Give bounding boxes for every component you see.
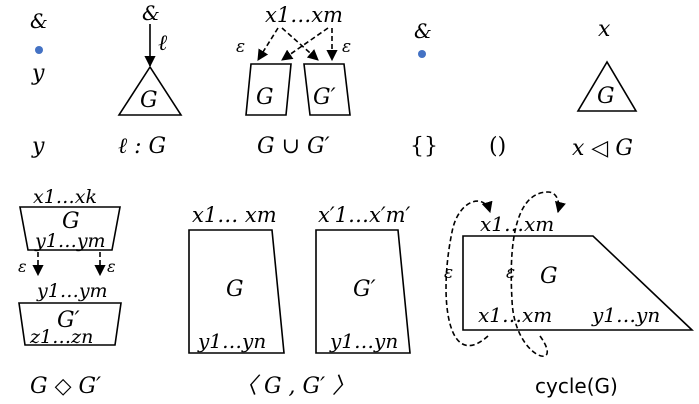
graph-top-box xyxy=(19,206,121,251)
graph-right-box xyxy=(303,63,351,116)
append-caption: G ◇ G′ xyxy=(30,374,101,399)
graph-right-box xyxy=(315,229,411,354)
var-caption: y xyxy=(31,134,45,159)
mark-root-label: x xyxy=(598,17,611,42)
root-dot xyxy=(418,50,426,58)
eps-edge-right-1 xyxy=(281,27,329,61)
pair-left-out: y1…yn xyxy=(197,329,266,353)
cycle-caption: cycle(G) xyxy=(535,374,618,398)
union-graph-left: G xyxy=(256,85,274,110)
append-top-in: x1…xk xyxy=(33,186,97,208)
graph-bottom-box xyxy=(18,302,122,346)
graph-trapezoid xyxy=(462,235,695,331)
union-eps-right: ε xyxy=(342,37,351,57)
union-construct: x1…xm ε ε G G′ G ∪ G′ xyxy=(236,3,351,159)
cycle-graph: G xyxy=(540,264,558,289)
cycle-back-edge-right xyxy=(510,191,566,358)
pair-caption: 〈 G , G′ 〉 xyxy=(235,374,354,399)
label-caption: ℓ : G xyxy=(118,134,166,159)
graph-left-box xyxy=(188,229,285,354)
unit-construct: () xyxy=(489,134,506,159)
union-caption: G ∪ G′ xyxy=(257,134,330,159)
pair-right-in: x′1…x′m′ xyxy=(318,203,410,227)
union-graph-right: G′ xyxy=(313,85,336,110)
pair-left-graph: G xyxy=(226,277,244,302)
pair-construct: x1… xm G y1…yn x′1…x′m′ G′ y1…yn 〈 G , G… xyxy=(188,203,411,399)
append-bot-out: z1…zn xyxy=(29,326,93,348)
label-construct: & ℓ G ℓ : G xyxy=(117,1,183,159)
union-roots: x1…xm xyxy=(265,3,343,27)
var-node-label: y xyxy=(31,61,45,86)
root-dot xyxy=(35,46,43,54)
graph-left-box xyxy=(245,63,292,116)
var-root-label: & xyxy=(30,9,48,33)
mark-graph-label: G xyxy=(597,84,615,109)
cycle-eps-mid: ε xyxy=(506,263,515,283)
append-bot-graph: G′ xyxy=(57,308,80,333)
pair-right-graph: G′ xyxy=(353,277,376,302)
empty-construct: & {} xyxy=(410,19,438,159)
cycle-back-edge-left xyxy=(445,200,493,347)
label-root-label: & xyxy=(142,1,160,25)
graph-label: G xyxy=(140,88,158,113)
append-eps-left: ε xyxy=(18,257,27,276)
append-eps-right: ε xyxy=(107,257,116,276)
graph-triangle xyxy=(117,65,183,116)
append-bot-in: y1…ym xyxy=(36,280,108,302)
append-construct: x1…xk G y1…ym ε ε y1…ym G′ z1…zn G ◇ G′ xyxy=(18,186,122,399)
graph-triangle xyxy=(576,60,638,112)
cycle-out-y: y1…yn xyxy=(591,303,660,327)
unit-caption: () xyxy=(489,134,506,159)
empty-caption: {} xyxy=(410,134,438,159)
mark-construct: x G x ◁ G xyxy=(572,17,638,161)
pair-left-in: x1… xm xyxy=(192,203,277,227)
append-top-out: y1…ym xyxy=(34,230,106,252)
cycle-eps-left: ε xyxy=(444,263,453,283)
union-eps-left: ε xyxy=(236,37,245,57)
append-top-graph: G xyxy=(62,209,80,234)
eps-edge-left-2 xyxy=(281,27,319,61)
variable-construct: & y y xyxy=(30,9,48,159)
cycle-out-x: x1…xm xyxy=(478,303,552,327)
cycle-construct: x1…xm G x1…xm y1…yn ε ε cycle(G) xyxy=(444,191,695,398)
pair-right-out: y1…yn xyxy=(329,329,398,353)
eps-edge-left-1 xyxy=(257,27,279,61)
mark-caption: x ◁ G xyxy=(572,136,633,161)
empty-root-label: & xyxy=(414,19,432,43)
edge-label: ℓ xyxy=(158,31,168,56)
